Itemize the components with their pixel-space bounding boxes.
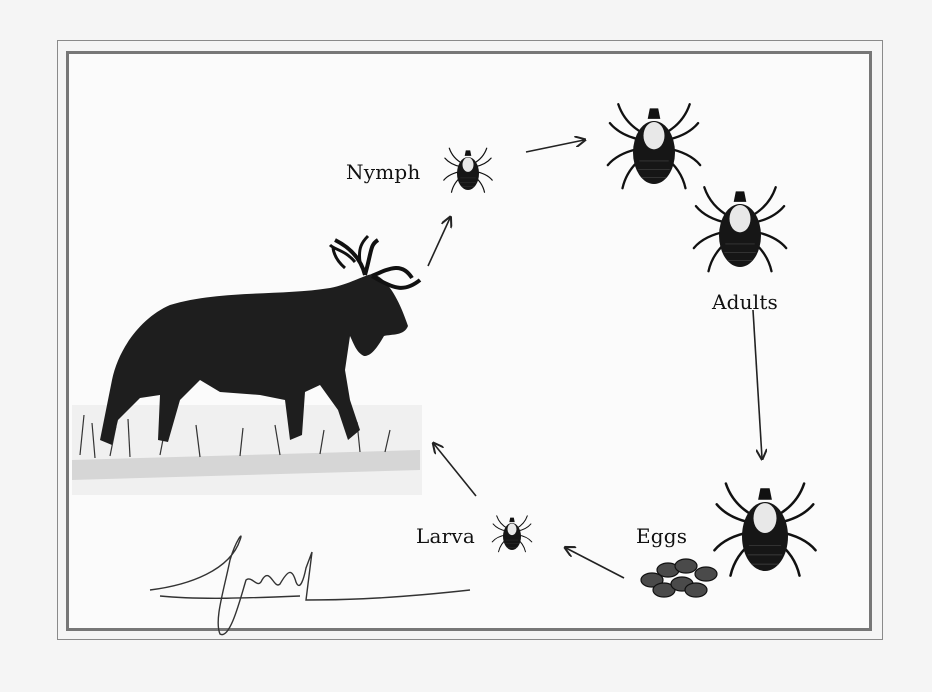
signature-mark [150, 536, 470, 635]
adult-tick-icon-1 [608, 104, 700, 188]
arrow-adults-to-eggs [753, 310, 762, 458]
arrow-larva-to-moose [434, 444, 476, 496]
arrow-eggs-to-larva [566, 548, 624, 578]
stage-label-eggs: Eggs [636, 524, 687, 548]
nymph-tick-icon [444, 148, 492, 192]
egg-laying-tick-icon [714, 484, 815, 576]
stage-label-nymph: Nymph [346, 160, 420, 184]
stage-label-larva: Larva [416, 524, 475, 548]
larva-tick-icon [492, 516, 532, 552]
arrow-nymph-to-adults [526, 140, 584, 152]
moose-icon [72, 236, 422, 495]
stage-label-adults: Adults [712, 290, 778, 314]
egg-cluster-icon [641, 559, 717, 597]
arrow-moose-to-nymph [428, 218, 450, 266]
adult-tick-icon-2 [694, 187, 786, 271]
